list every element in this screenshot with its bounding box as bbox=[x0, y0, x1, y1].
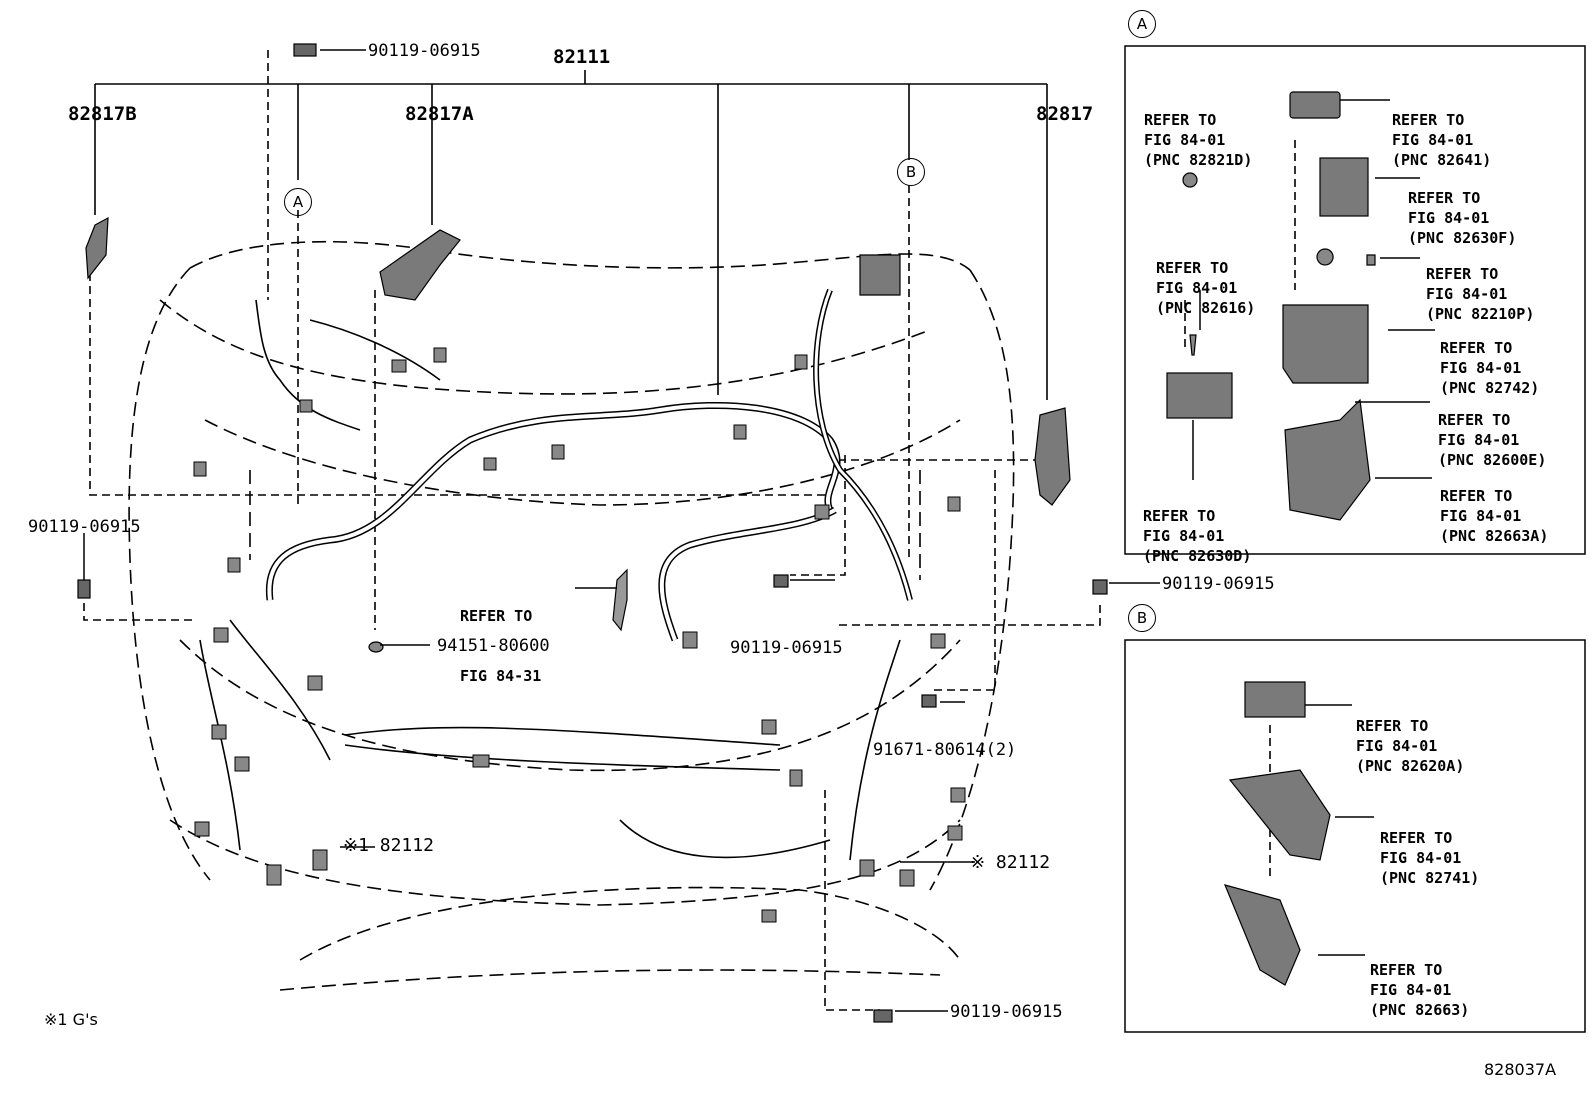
refer-line: (PNC 82741) bbox=[1380, 869, 1480, 887]
refer-line: REFER TO bbox=[1380, 829, 1453, 847]
panel-a-ref-2[interactable]: REFER TO FIG 84-01 (PNC 82641) bbox=[1392, 70, 1491, 190]
footnote: ※1 G's bbox=[44, 1010, 98, 1029]
panel-a-ref-3[interactable]: REFER TO FIG 84-01 (PNC 82630F) bbox=[1408, 148, 1516, 268]
refer-line: REFER TO bbox=[1440, 487, 1513, 505]
panel-b-ref-1[interactable]: REFER TO FIG 84-01 (PNC 82620A) bbox=[1356, 676, 1464, 796]
panel-a-ref-6[interactable]: REFER TO FIG 84-01 (PNC 82742) bbox=[1440, 298, 1539, 418]
refer-line: (PNC 82641) bbox=[1392, 151, 1492, 169]
refer-line: FIG 84-01 bbox=[1408, 209, 1490, 227]
refer-line: FIG 84-31 bbox=[460, 667, 542, 685]
panel-b-ref-2[interactable]: REFER TO FIG 84-01 (PNC 82741) bbox=[1380, 788, 1479, 908]
callout-a[interactable]: A bbox=[284, 188, 312, 216]
harness-label-82817a[interactable]: 82817A bbox=[405, 103, 474, 125]
refer-line: REFER TO bbox=[1426, 265, 1499, 283]
refer-line: REFER TO bbox=[1438, 411, 1511, 429]
refer-line: FIG 84-01 bbox=[1370, 981, 1452, 999]
refer-line: REFER TO bbox=[1370, 961, 1443, 979]
refer-line: FIG 84-01 bbox=[1438, 431, 1520, 449]
refer-line: (PNC 82620A) bbox=[1356, 757, 1465, 775]
refer-line: REFER TO bbox=[460, 607, 533, 625]
refer-line: REFER TO bbox=[1144, 111, 1217, 129]
refer-line: FIG 84-01 bbox=[1440, 507, 1522, 525]
clip-label[interactable]: 94151-80600 bbox=[437, 636, 550, 656]
panel-a-ref-4[interactable]: REFER TO FIG 84-01 (PNC 82616) bbox=[1156, 218, 1255, 338]
refer-line: FIG 84-01 bbox=[1144, 131, 1226, 149]
refer-line: FIG 84-01 bbox=[1356, 737, 1438, 755]
refer-line: REFER TO bbox=[1408, 189, 1481, 207]
bolt-label-top[interactable]: 90119-06915 bbox=[368, 41, 481, 61]
panel-a-ref-8[interactable]: REFER TO FIG 84-01 (PNC 82630D) bbox=[1143, 466, 1251, 586]
bolt-label-left[interactable]: 90119-06915 bbox=[28, 517, 141, 537]
refer-line: (PNC 82630D) bbox=[1143, 547, 1252, 565]
refer-line: FIG 84-01 bbox=[1426, 285, 1508, 303]
panel-b-ref-3[interactable]: REFER TO FIG 84-01 (PNC 82663) bbox=[1370, 920, 1469, 1040]
refer-line: FIG 84-01 bbox=[1440, 359, 1522, 377]
refer-line: (PNC 82630F) bbox=[1408, 229, 1517, 247]
refer-line: (PNC 82210P) bbox=[1426, 305, 1535, 323]
refer-line: (PNC 82616) bbox=[1156, 299, 1256, 317]
bolt-label-mid[interactable]: 90119-06915 bbox=[730, 638, 843, 658]
refer-line: (PNC 82742) bbox=[1440, 379, 1540, 397]
panel-a-ref-7[interactable]: REFER TO FIG 84-01 (PNC 82600E) bbox=[1438, 370, 1546, 490]
sub-harness-label-left[interactable]: ※1 82112 bbox=[343, 835, 434, 856]
refer-line: (PNC 82663) bbox=[1370, 1001, 1470, 1019]
refer-line: FIG 84-01 bbox=[1380, 849, 1462, 867]
panel-b-title: B bbox=[1128, 604, 1156, 632]
refer-line: FIG 84-01 bbox=[1156, 279, 1238, 297]
harness-label-82817[interactable]: 82817 bbox=[1036, 103, 1094, 125]
refer-line: REFER TO bbox=[1440, 339, 1513, 357]
refer-line: REFER TO bbox=[1356, 717, 1429, 735]
refer-line: (PNC 82821D) bbox=[1144, 151, 1253, 169]
harness-label-82817b[interactable]: 82817B bbox=[68, 103, 137, 125]
panel-a-ref-1[interactable]: REFER TO FIG 84-01 (PNC 82821D) bbox=[1144, 70, 1252, 190]
screw-label[interactable]: 91671-80614(2) bbox=[873, 740, 1017, 760]
bolt-label-right[interactable]: 90119-06915 bbox=[1162, 574, 1275, 594]
harness-label-82111[interactable]: 82111 bbox=[553, 46, 611, 68]
refer-line: REFER TO bbox=[1143, 507, 1216, 525]
refer-line: REFER TO bbox=[1156, 259, 1229, 277]
refer-line: (PNC 82663A) bbox=[1440, 527, 1549, 545]
bolt-label-bottom[interactable]: 90119-06915 bbox=[950, 1002, 1063, 1022]
panel-a-ref-5[interactable]: REFER TO FIG 84-01 (PNC 82210P) bbox=[1426, 224, 1534, 344]
refer-line: FIG 84-01 bbox=[1392, 131, 1474, 149]
callout-b[interactable]: B bbox=[897, 158, 925, 186]
refer-line: REFER TO bbox=[1392, 111, 1465, 129]
panel-a-ref-9[interactable]: REFER TO FIG 84-01 (PNC 82663A) bbox=[1440, 446, 1548, 566]
refer-line: FIG 84-01 bbox=[1143, 527, 1225, 545]
figure-id: 828037A bbox=[1484, 1060, 1557, 1079]
sub-harness-label-right[interactable]: ※ 82112 bbox=[970, 852, 1051, 873]
refer-line: (PNC 82600E) bbox=[1438, 451, 1547, 469]
panel-a-title: A bbox=[1128, 10, 1156, 38]
refer-center[interactable]: REFER TO FIG 84-31 bbox=[460, 566, 541, 706]
